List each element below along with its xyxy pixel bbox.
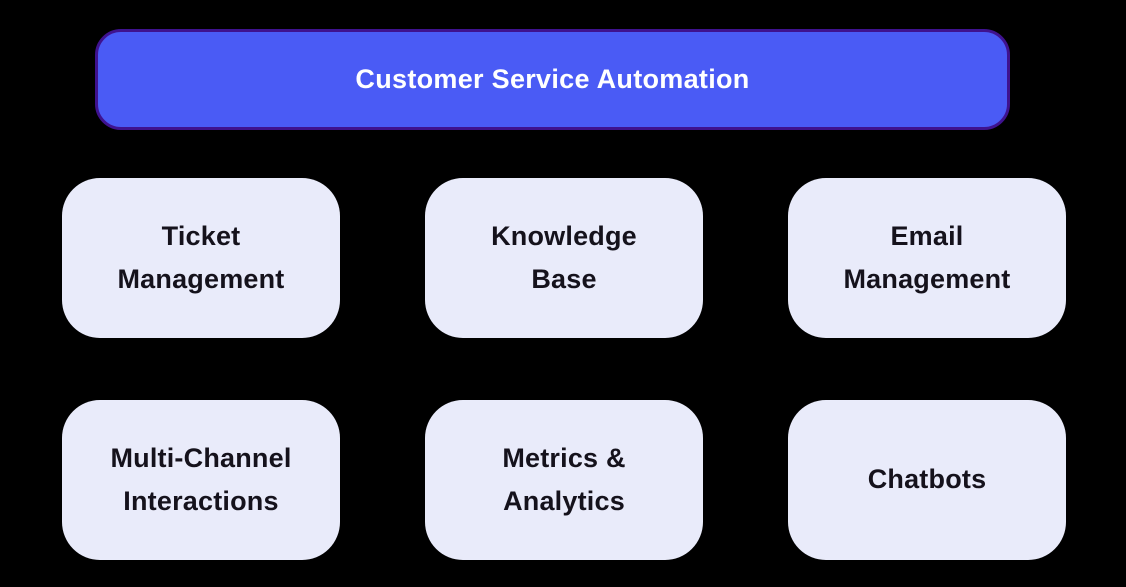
node-chatbots: Chatbots	[788, 400, 1066, 560]
node-metrics-analytics: Metrics & Analytics	[425, 400, 703, 560]
node-label: Metrics & Analytics	[502, 442, 626, 516]
cards-grid: Ticket Management Knowledge Base Email M…	[62, 178, 1066, 560]
root-node-label: Customer Service Automation	[355, 64, 750, 94]
node-label: Multi-Channel Interactions	[110, 442, 292, 516]
node-multi-channel-interactions: Multi-Channel Interactions	[62, 400, 340, 560]
node-email-management: Email Management	[788, 178, 1066, 338]
node-label: Chatbots	[867, 464, 987, 495]
node-label: Email Management	[843, 220, 1011, 294]
node-label: Ticket Management	[117, 220, 285, 294]
node-ticket-management: Ticket Management	[62, 178, 340, 338]
node-label: Knowledge Base	[491, 220, 637, 294]
root-node-customer-service-automation: Customer Service Automation	[95, 29, 1010, 130]
node-knowledge-base: Knowledge Base	[425, 178, 703, 338]
